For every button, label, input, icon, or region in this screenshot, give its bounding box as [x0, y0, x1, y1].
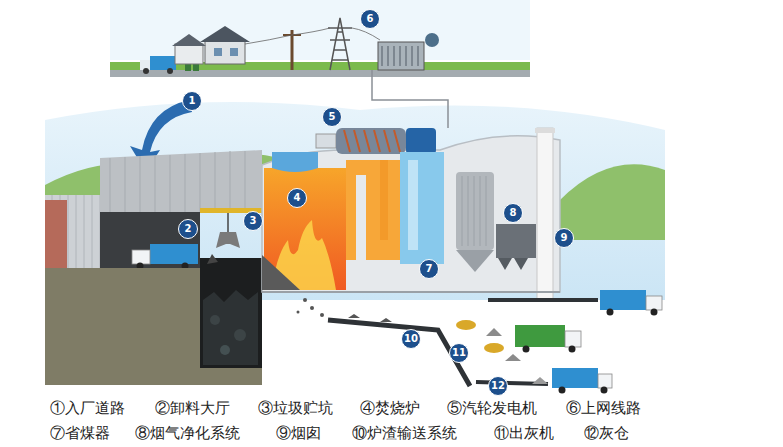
callout-number: 9 [554, 228, 574, 248]
callout-number: 7 [419, 259, 439, 279]
callout-number: 4 [287, 188, 307, 208]
callout-number: 1 [182, 91, 202, 111]
callout-number: 10 [401, 329, 421, 349]
caption-item: ⑦省煤器 [50, 424, 110, 442]
caption-item: ⑧烟气净化系统 [135, 424, 240, 442]
caption-item: ⑥上网线路 [566, 399, 641, 417]
callout-number: 12 [488, 376, 508, 396]
callout-number: 5 [322, 107, 342, 127]
callout-number: 2 [178, 219, 198, 239]
callout-number: 8 [503, 203, 523, 223]
callout-number: 6 [360, 9, 380, 29]
caption-item: ②卸料大厅 [155, 399, 230, 417]
caption-item: ①入厂道路 [50, 399, 125, 417]
caption-item: ⑫灰仓 [584, 424, 629, 442]
caption-item: ③垃圾贮坑 [258, 399, 333, 417]
caption-item: ⑨烟囱 [276, 424, 321, 442]
callout-number: 3 [243, 211, 263, 231]
callout-number: 11 [449, 343, 469, 363]
caption-item: ⑪出灰机 [494, 424, 554, 442]
caption-item: ④焚烧炉 [360, 399, 420, 417]
caption-item: ⑤汽轮发电机 [447, 399, 537, 417]
caption-item: ⑩炉渣输送系统 [352, 424, 457, 442]
